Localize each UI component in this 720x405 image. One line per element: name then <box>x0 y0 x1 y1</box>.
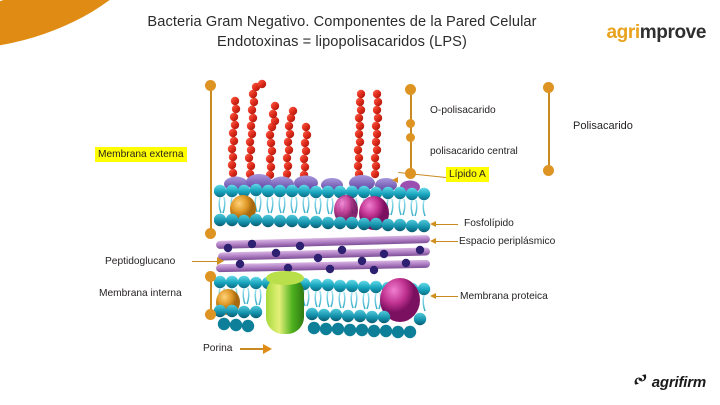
label-fosfolipido: Fosfolípido <box>464 218 514 229</box>
peptidoglucano-leader-line <box>192 261 218 263</box>
agrifirm-swirl-icon <box>632 371 649 393</box>
membrana-interna-dot-bottom <box>205 309 216 320</box>
page-title: Bacteria Gram Negativo. Componentes de l… <box>92 12 592 52</box>
porina-leader-line <box>240 348 264 351</box>
polisacarido-dot-top <box>543 82 554 93</box>
agrifirm-logo: agrifirm <box>632 371 706 393</box>
lps-dot-core-upper <box>406 119 415 128</box>
peptidoglycan-layer <box>216 235 430 275</box>
agrimprove-logo-part2: mprove <box>639 22 707 43</box>
label-espacio-periplasmico: Espacio periplásmico <box>459 236 556 247</box>
fosfolipido-arrow-icon <box>430 221 436 227</box>
title-line-1: Bacteria Gram Negativo. Componentes de l… <box>147 14 537 30</box>
lps-dot-core-lower <box>406 133 415 142</box>
lps-stack-connector-line <box>410 90 412 174</box>
outer-membrane <box>214 183 431 233</box>
label-lipido-a: Lípido A <box>446 167 489 182</box>
label-o-polisacarido: O-polisacarido <box>430 105 496 116</box>
label-porina: Porina <box>203 343 233 354</box>
agrimprove-logo-part1: agri <box>606 22 641 43</box>
polisacarido-dot-bottom <box>543 165 554 176</box>
espacio-periplasmico-leader-line <box>436 241 458 243</box>
gram-negative-envelope-diagram <box>214 78 432 366</box>
espacio-periplasmico-arrow-icon <box>430 238 436 244</box>
membrana-externa-connector-line <box>210 86 212 234</box>
membrana-interna-connector-line <box>210 276 212 314</box>
membrana-externa-dot-top <box>205 80 216 91</box>
title-line-2: Endotoxinas = lipopolisacaridos (LPS) <box>217 34 467 50</box>
agrimprove-logo: agrimprove <box>606 22 707 44</box>
inner-membrane <box>214 271 431 339</box>
fosfolipido-leader-line <box>436 224 458 226</box>
label-membrana-interna: Membrana interna <box>99 288 182 299</box>
membrana-proteica-arrow-icon <box>430 293 436 299</box>
membrana-proteica-leader-line <box>436 296 458 298</box>
lipido-a-arrow-icon <box>392 177 398 183</box>
polisacarido-connector-line <box>548 88 550 170</box>
lps-dot-o-polisacarido <box>405 84 416 95</box>
porina-arrow-icon <box>263 344 272 354</box>
membrana-interna-dot-top <box>205 271 216 282</box>
label-polisacarido-central: polisacarido central <box>430 146 518 157</box>
lps-dot-lipido-a <box>405 168 416 179</box>
porin-channel <box>266 276 304 334</box>
peptidoglucano-arrow-icon <box>217 257 224 265</box>
label-polisacarido: Polisacarido <box>573 120 633 132</box>
label-membrana-proteica: Membrana proteica <box>460 291 548 302</box>
label-peptidoglucano: Peptidoglucano <box>105 256 176 267</box>
o-antigen-chains <box>227 79 383 180</box>
label-membrana-externa: Membrana externa <box>95 147 187 162</box>
agrifirm-logo-text: agrifirm <box>651 373 706 391</box>
inner-membrane-protein-magenta <box>380 278 420 322</box>
membrana-externa-dot-bottom <box>205 228 216 239</box>
